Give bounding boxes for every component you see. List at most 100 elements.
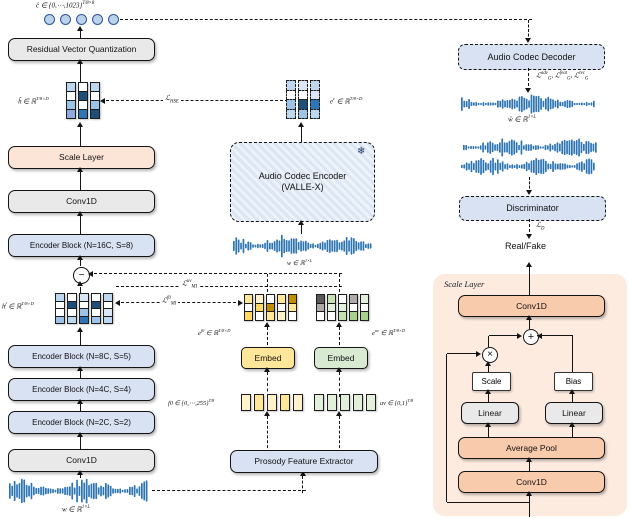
arrow-right <box>238 299 243 306</box>
dashed-line <box>529 177 530 193</box>
h-hat-label: ĥ ∈ ℝT/8×D <box>18 96 49 106</box>
dashed-line <box>339 372 340 397</box>
arrow-left <box>100 97 105 104</box>
connector-line <box>529 462 530 471</box>
arrow-left <box>537 332 542 339</box>
bias-label: Bias <box>565 377 582 386</box>
codec-encoder-sub-label: (VALLE-X) <box>281 182 324 192</box>
arrow-down <box>526 190 533 195</box>
conv1d-box-bottom: Conv1D <box>8 449 155 472</box>
f0-values-label: f0 ∈ {0,⋯,255}T/8 <box>168 398 215 408</box>
mi-uv-loss-label: ℒuvMI <box>180 279 200 290</box>
connector-line <box>529 320 530 329</box>
dashed-line <box>267 274 268 297</box>
conv1d-label: Conv1D <box>66 455 97 466</box>
dashed-line <box>339 416 340 453</box>
rvq-label: Residual Vector Quantization <box>26 44 137 55</box>
connector-line <box>488 366 489 372</box>
arrow-left <box>115 299 120 306</box>
mi-f0-dashed-line <box>121 302 241 303</box>
connector-line <box>488 427 489 437</box>
connector-line <box>447 502 530 503</box>
scale-layer-box: Scale Layer <box>8 146 155 169</box>
arrow-up <box>485 389 492 394</box>
linear-label: Linear <box>478 407 502 418</box>
arrow-up <box>77 59 84 64</box>
arrow-up <box>77 432 84 437</box>
embed-f0-label: Embed <box>254 352 282 363</box>
connector-line <box>80 172 81 190</box>
dashed-line <box>267 327 268 350</box>
connector-line <box>572 427 573 437</box>
encoder-block-16c-label: Encoder Block (N=16C, S=8) <box>29 240 134 250</box>
dashed-line <box>94 273 342 274</box>
encoder-block-2c: Encoder Block (N=2C, S=2) <box>8 411 155 434</box>
arrow-up <box>77 470 84 475</box>
code-dot <box>92 14 103 25</box>
arrow-up <box>526 457 533 462</box>
connector-line <box>572 336 573 372</box>
connector-line <box>80 437 81 449</box>
code-tokens-label: ĉ ∈ {0,⋯,1023}T/8×8 <box>36 1 95 10</box>
e-uv-label: euv ∈ ℝT/8×D <box>372 328 406 338</box>
connector-line <box>80 404 81 411</box>
arrow-up <box>264 367 271 372</box>
dashed-line <box>528 20 529 41</box>
discriminator-label: Discriminator <box>506 203 559 214</box>
conv1d-box-top: Conv1D <box>8 190 155 213</box>
discriminator-loss-label: ℒD <box>536 221 545 232</box>
linear-label: Linear <box>562 407 586 418</box>
connector-line <box>446 354 447 502</box>
generator-losses-label: ℒadvG, ℒfeatG, ℒrecG <box>536 71 589 82</box>
e-uv-token-stack <box>316 294 369 321</box>
conv1d-label: Conv1D <box>66 196 97 207</box>
arrow-up <box>77 255 84 260</box>
waveform-pair-top <box>462 138 602 157</box>
arrow-down <box>525 88 532 93</box>
code-dot <box>44 14 55 25</box>
dashed-line <box>152 490 306 491</box>
arrow-down <box>526 234 533 239</box>
encoder-block-4c-label: Encoder Block (N=4C, S=4) <box>32 384 131 394</box>
arrow-up <box>569 389 576 394</box>
arrow-up <box>298 220 305 225</box>
encoder-input-waveform-label: w ∈ ℝ1×L <box>287 258 313 268</box>
dashed-line <box>120 19 532 20</box>
e-f0-label: ef0 ∈ ℝT/8×D <box>198 328 231 338</box>
h-mid-label: hf ∈ ℝT/8×D <box>2 301 34 311</box>
minus-icon: − <box>78 269 85 281</box>
arrow-up <box>336 411 343 416</box>
arrow-up <box>264 411 271 416</box>
scale-box: Scale <box>472 372 511 391</box>
linear-right-box: Linear <box>545 402 603 424</box>
real-fake-label: Real/Fake <box>505 241 547 251</box>
panel-conv1d-bottom: Conv1D <box>458 471 605 493</box>
dashed-line <box>267 372 268 397</box>
connector-line <box>301 225 302 234</box>
encoder-block-2c-label: Encoder Block (N=2C, S=2) <box>32 417 131 427</box>
waveform-pair-bottom <box>460 157 600 176</box>
connector-line <box>489 335 517 336</box>
connector-line <box>447 353 476 354</box>
arrow-up <box>298 122 305 127</box>
discriminator-box: Discriminator <box>459 196 606 221</box>
connector-line <box>529 267 530 295</box>
arrow-up <box>299 471 306 476</box>
hse-loss-label: ℒHSE <box>163 94 181 105</box>
encoder-input-waveform <box>232 234 375 258</box>
hse-dashed-line <box>106 100 288 101</box>
connector-line <box>80 371 81 378</box>
codec-encoder-label: Audio Codec Encoder <box>258 171 347 182</box>
code-dot <box>60 14 71 25</box>
arrow-right <box>476 350 481 357</box>
pfe-label: Prosody Feature Extractor <box>254 456 354 467</box>
f0-value-row <box>241 394 303 411</box>
frozen-snowflake-icon: ❄ <box>357 146 366 157</box>
arrow-down <box>525 38 532 43</box>
rvq-box: Residual Vector Quantization <box>8 38 155 61</box>
dashed-line <box>302 476 303 493</box>
scale-layer-panel-title: Scale Layer <box>444 279 485 289</box>
mi-f0-loss-label: ℒf0MI <box>160 296 179 307</box>
connector-line <box>80 260 81 266</box>
